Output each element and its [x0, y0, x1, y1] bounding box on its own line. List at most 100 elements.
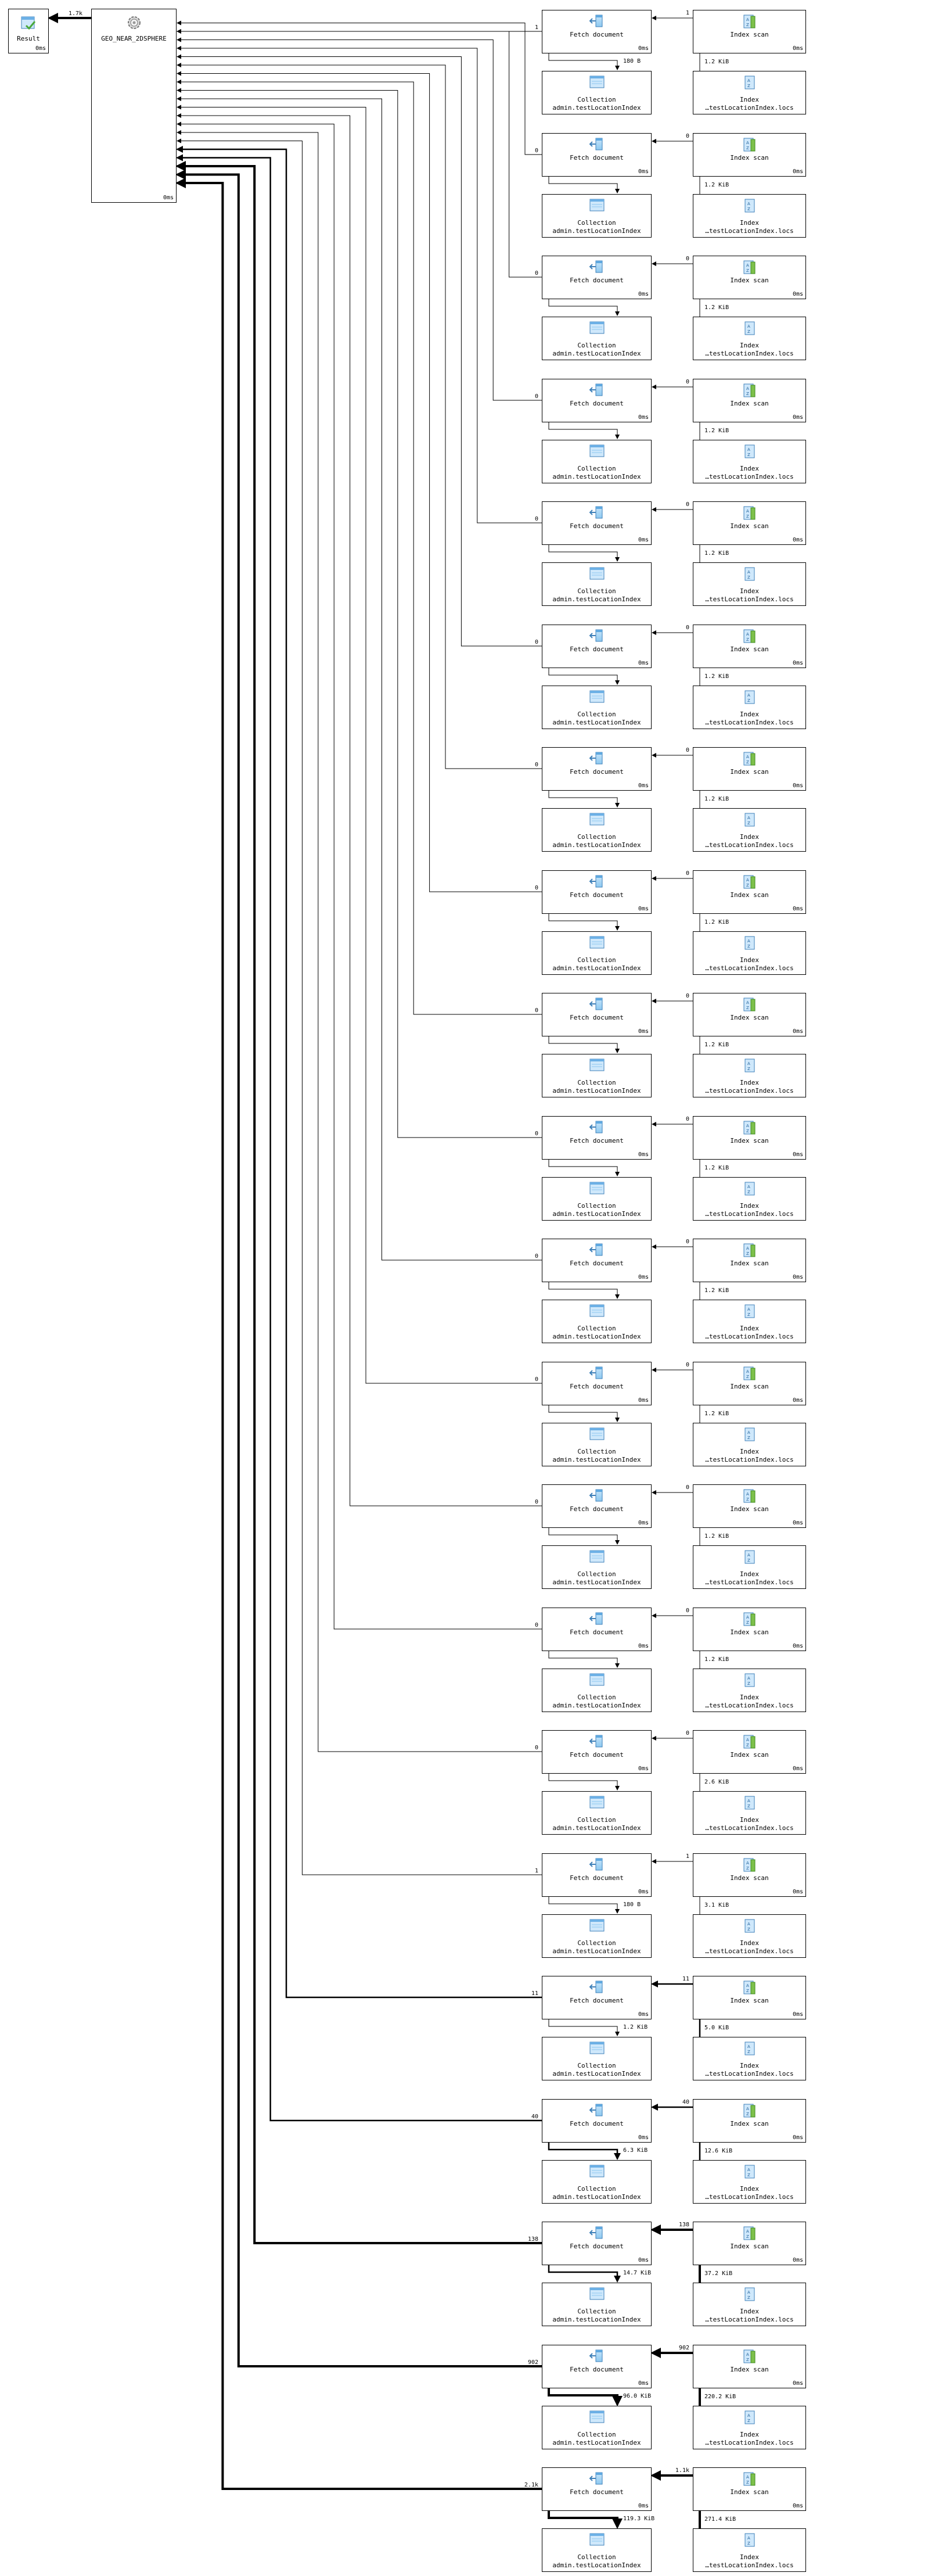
svg-text:Z: Z	[746, 392, 749, 396]
collection-icon	[588, 2164, 606, 2181]
node-label: Index scan	[730, 1751, 769, 1759]
svg-text:A: A	[746, 1492, 749, 1497]
index-scan-output-count: 0	[685, 1239, 689, 1245]
fetch-output-count: 0	[534, 1007, 538, 1014]
node-time: 0ms	[638, 1274, 649, 1280]
svg-text:Z: Z	[746, 514, 749, 519]
fetch-to-root-edge	[177, 88, 542, 1138]
node-label: Collection	[577, 587, 616, 595]
result-node[interactable]: Result 0ms	[8, 9, 49, 53]
svg-text:A: A	[746, 878, 749, 882]
collection-icon	[588, 1181, 606, 1198]
geo-near-node[interactable]: GEO_NEAR_2DSPHERE 0ms	[91, 9, 177, 203]
node-label: Fetch document	[570, 2243, 624, 2250]
fetch-output-count: 0	[534, 639, 538, 645]
